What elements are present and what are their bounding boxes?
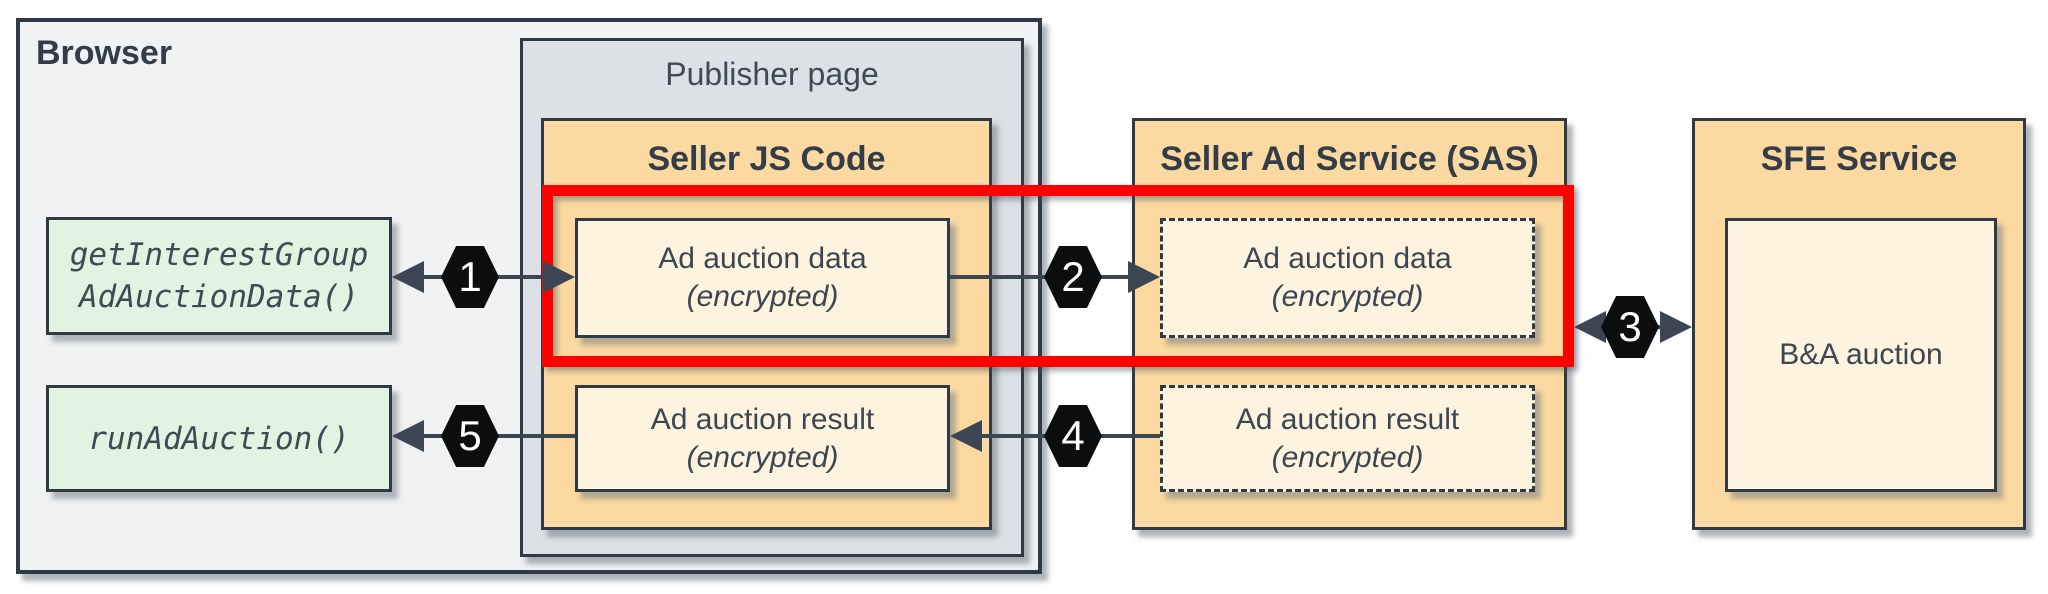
- api-text-line2: AdAuctionData(): [79, 279, 359, 315]
- box-text-line1: Ad auction result: [1235, 402, 1460, 436]
- api-text-line1: getInterestGroup: [69, 237, 369, 273]
- arrowhead-right-icon: [1660, 311, 1692, 343]
- sas-ad-auction-data-box: Ad auction data (encrypted): [1160, 218, 1535, 338]
- browser-label: Browser: [36, 34, 173, 72]
- sfe-service-label: SFE Service: [1760, 140, 1958, 178]
- box-text-line1: Ad auction result: [650, 402, 875, 436]
- box-text-line2: (encrypted): [686, 440, 839, 474]
- box-text-line1: Ad auction data: [658, 242, 867, 275]
- publisher-page-label: Publisher page: [665, 56, 879, 92]
- api-box-getinterestgroupadauctiondata: getInterestGroup AdAuctionData(): [46, 217, 392, 335]
- sas-ad-auction-result-box: Ad auction result (encrypted): [1160, 385, 1535, 492]
- box-text-line2: (encrypted): [686, 280, 839, 313]
- seller-ad-service-label: Seller Ad Service (SAS): [1160, 140, 1539, 178]
- step-badge-4: 4: [1044, 405, 1102, 467]
- api-text: runAdAuction(): [88, 420, 350, 457]
- js-ad-auction-result-box: Ad auction result (encrypted): [575, 385, 950, 492]
- box-text-line2: (encrypted): [1271, 280, 1424, 313]
- step-badge-3: 3: [1601, 296, 1659, 358]
- box-text: B&A auction: [1779, 338, 1943, 371]
- api-box-runadauction: runAdAuction(): [46, 385, 392, 492]
- seller-js-code-label: Seller JS Code: [647, 140, 886, 178]
- box-text-line1: Ad auction data: [1243, 242, 1452, 275]
- js-ad-auction-data-box: Ad auction data (encrypted): [575, 218, 950, 338]
- sfe-service-container: SFE Service B&A auction: [1692, 118, 2026, 530]
- ba-auction-box: B&A auction: [1725, 218, 1997, 492]
- box-text-line2: (encrypted): [1271, 440, 1424, 474]
